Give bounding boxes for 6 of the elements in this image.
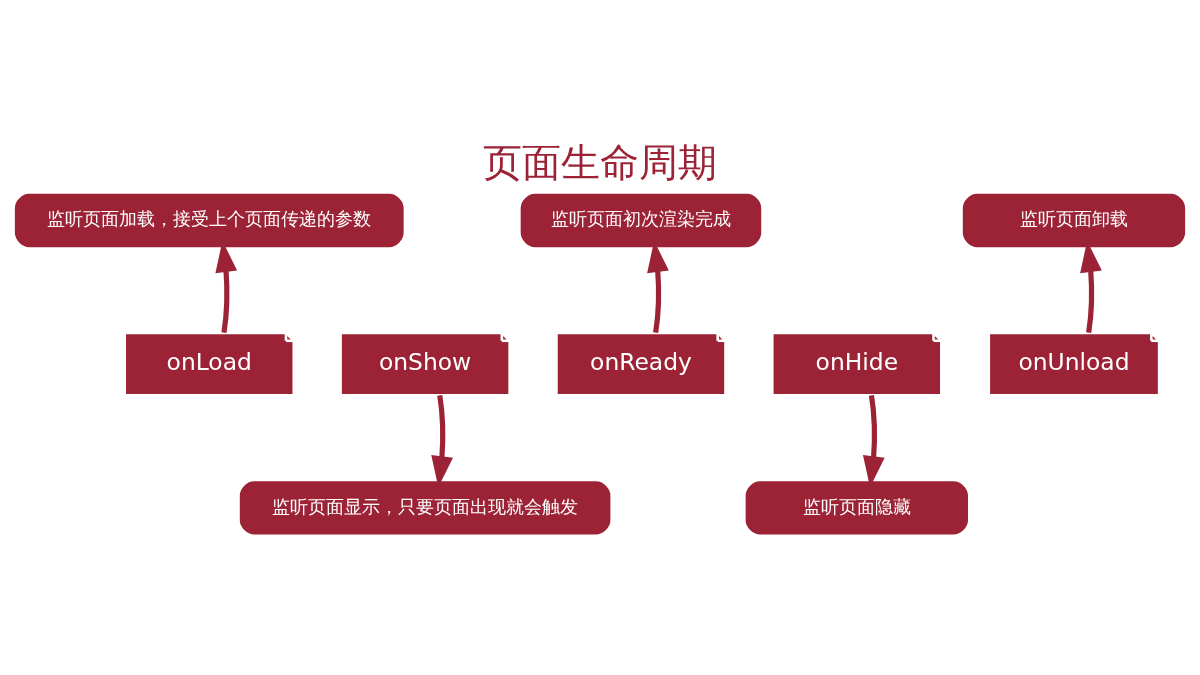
node-box: 监听页面卸载: [960, 191, 1188, 250]
diagram-title: 页面生命周期: [483, 139, 717, 185]
node-box: 监听页面显示，只要页面出现就会触发: [237, 478, 613, 538]
node-box: 监听页面加载，接受上个页面传递的参数: [12, 191, 407, 250]
node-box: 监听页面初次渲染完成: [518, 191, 764, 250]
node-box: 监听页面隐藏: [743, 478, 971, 538]
